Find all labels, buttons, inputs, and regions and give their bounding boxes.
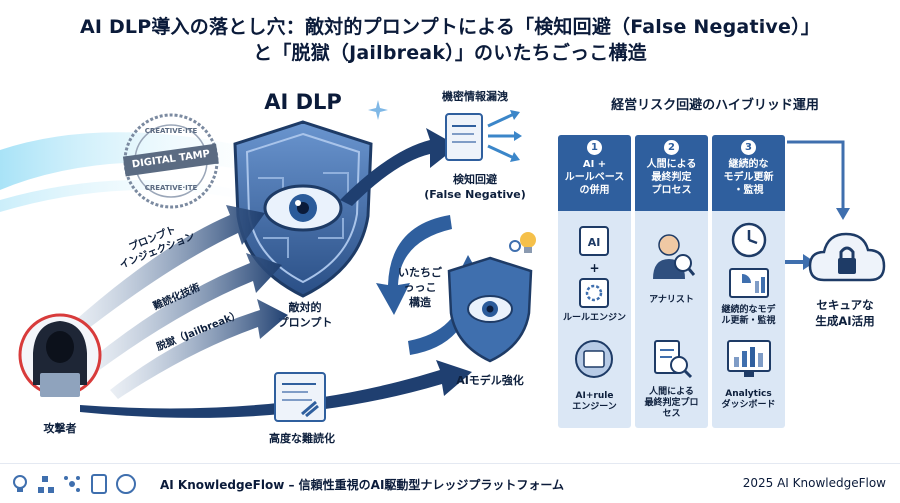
lightbulb-footer-icon (13, 475, 27, 492)
dashboard-icon (727, 340, 771, 377)
obfuscation-label: 高度な難読化 (269, 432, 335, 445)
column-1-header: 1 AI + ルールベース の併用 (558, 135, 631, 211)
svg-text:AI: AI (588, 236, 601, 249)
column-1-mid-label: ルールエンジン (562, 313, 626, 323)
column-3-mid-label: 継続的なモデ ル更新・監視 (721, 305, 776, 326)
plus-sign: + (589, 261, 600, 275)
attacker-icon (18, 313, 102, 397)
footer: AI KnowledgeFlow – 信頼性重視のAI駆動型ナレッジプラットフォ… (0, 463, 900, 503)
analyst-icon (653, 234, 695, 279)
column-3-bottom-label: Analytics ダッシボード (721, 389, 776, 410)
column-2-mid-label: アナリスト (649, 295, 694, 305)
digital-stamp: CREATIVE·ITE DIGITAL TAMP CREATIVE·ITE (118, 108, 224, 214)
footer-icon-row (13, 474, 136, 494)
secure-label: セキュアな 生成AI活用 (815, 298, 875, 328)
footer-copyright: 2025 AI KnowledgeFlow (742, 476, 886, 490)
secure-cloud-icon (808, 232, 886, 282)
shield-caption: 敵対的 プロンプト (277, 301, 333, 329)
stamp-icon (122, 113, 219, 209)
column-continuous-monitoring: 3 継続的な モデル更新 ・監視 継続的なモデ ル更新・監視 Analytics… (712, 135, 785, 428)
chip-icon: AI (579, 226, 609, 256)
column-1-number: 1 (587, 140, 602, 155)
column-3-number: 3 (741, 140, 756, 155)
brain-footer-icon (116, 474, 136, 494)
attacker-label: 攻撃者 (43, 422, 77, 435)
stamp-bottom-text: CREATIVE·ITE (144, 184, 198, 192)
review-document-icon (654, 340, 693, 379)
column-2-heading: 人間による 最終判定 プロセス (646, 159, 697, 196)
column-2-number: 2 (664, 140, 679, 155)
obfuscated-document-icon (274, 372, 326, 422)
shield-title: AI DLP (264, 90, 342, 114)
attack-arrow-3 (110, 299, 288, 399)
column-1-bottom-label: AI+rule エンジーン (572, 391, 617, 412)
rule-engine-icon (579, 278, 609, 308)
column-3-heading: 継続的な モデル更新 ・監視 (723, 159, 774, 196)
title-line-1: AI DLP導入の落とし穴：敵対的プロンプトによる「検知回避（False Neg… (79, 16, 821, 38)
attack-arrow-2 (90, 253, 282, 371)
ai-model-label: AIモデル強化 (456, 374, 524, 387)
sparkle-icon (368, 100, 388, 120)
document-footer-icon (91, 474, 107, 494)
title-line-2: と「脱獄（Jailbreak）」のいたちごっこ構造 (253, 42, 647, 64)
leak-arrow (340, 128, 458, 206)
clock-icon (731, 222, 767, 258)
connector-arrows (785, 140, 850, 270)
report-chart-icon (729, 268, 769, 298)
column-3-header: 3 継続的な モデル更新 ・監視 (712, 135, 785, 211)
ai-model-shield-icon (447, 256, 533, 363)
leak-label: 機密情報漏洩 (442, 90, 508, 103)
evasion-label: 検知回避 (False Negative) (424, 173, 526, 201)
stamp-top-text: CREATIVE·ITE (144, 127, 198, 135)
ai-brain-icon (575, 340, 613, 378)
bypass-arrow (80, 360, 472, 418)
column-human-review: 2 人間による 最終判定 プロセス アナリスト 人間による 最終判定プロ セス (635, 135, 708, 428)
leaking-document-icon (445, 110, 522, 162)
lightbulb-icon (509, 232, 536, 253)
column-1-heading: AI + ルールベース の併用 (564, 159, 625, 196)
column-ai-rule: 1 AI + ルールベース の併用 AI + ルールエンジン AI+rule エ… (558, 135, 631, 428)
right-title: 経営リスク回避のハイブリッド運用 (611, 98, 819, 113)
column-2-bottom-label: 人間による 最終判定プロ セス (644, 387, 699, 419)
network-footer-icon (38, 476, 54, 493)
footer-brand: AI KnowledgeFlow – 信頼性重視のAI駆動型ナレッジプラットフォ… (160, 478, 565, 492)
cycle-label: いたちご っっこ 構造 (398, 266, 442, 309)
nodes-footer-icon (64, 476, 80, 492)
column-2-header: 2 人間による 最終判定 プロセス (635, 135, 708, 211)
attack-arrow-1 (70, 205, 265, 335)
attack-arrows (70, 205, 288, 399)
